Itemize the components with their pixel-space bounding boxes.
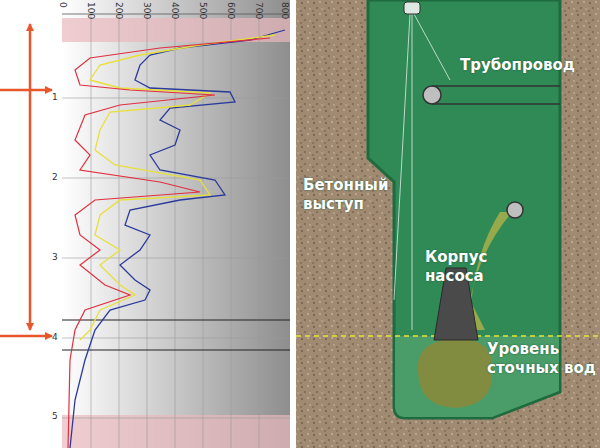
log-chart (62, 0, 290, 448)
axis-tick: 0 (58, 2, 68, 8)
part-label: Уровень сточных вод (487, 340, 597, 378)
axis-tick: 800 (280, 2, 290, 19)
axis-tick: 700 (254, 2, 264, 19)
axis-tick: 500 (198, 2, 208, 19)
depth-tick: 1 (52, 92, 58, 102)
axis-tick: 100 (86, 2, 96, 19)
part-label: Бетонный выступ (303, 176, 395, 214)
axis-tick: 300 (142, 2, 152, 19)
depth-tick: 5 (52, 411, 58, 421)
depth-tick: 4 (52, 332, 58, 342)
wet-well (296, 0, 600, 448)
axis-tick: 200 (114, 2, 124, 19)
axis-tick: 400 (170, 2, 180, 19)
part-label: Корпус насоса (425, 248, 505, 286)
depth-arrows (0, 24, 52, 336)
depth-tick: 3 (52, 252, 58, 262)
part-label: Трубопровод (460, 56, 575, 75)
axis-tick: 600 (226, 2, 236, 19)
depth-tick: 2 (52, 172, 58, 182)
